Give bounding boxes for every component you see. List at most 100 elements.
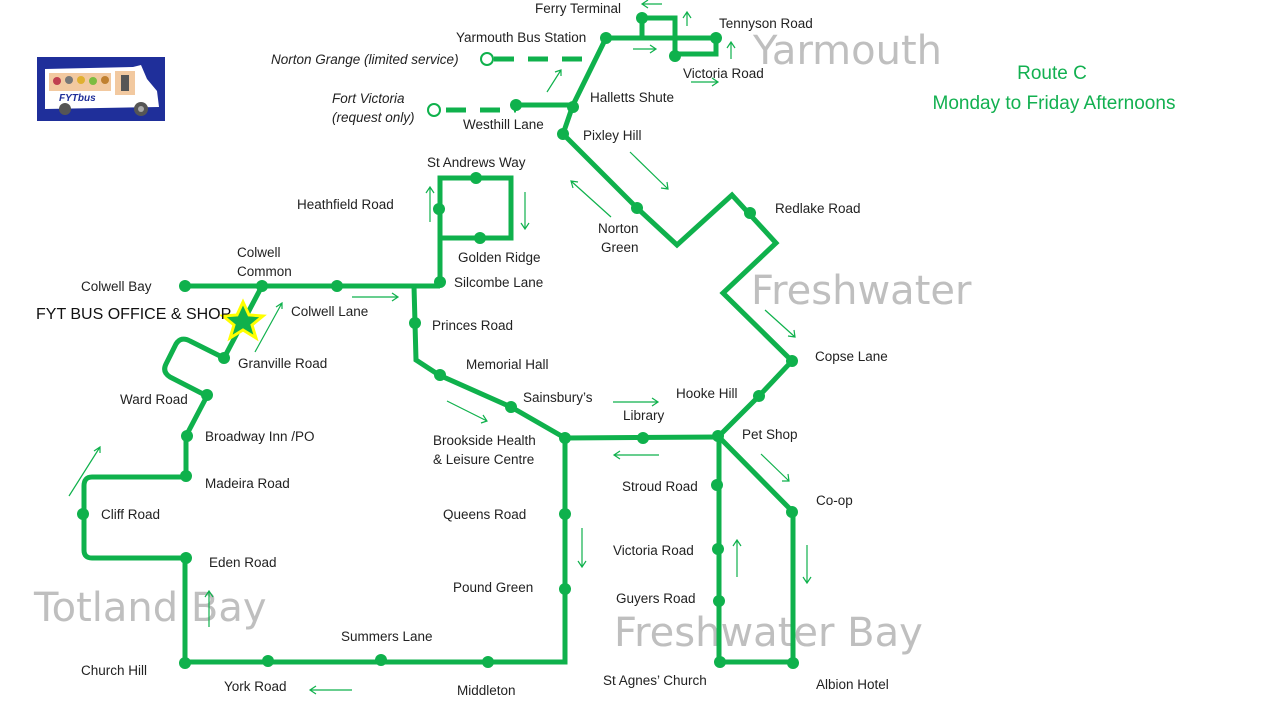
fytbus-logo: FYTbus	[37, 57, 165, 121]
stop-marker-colwell-common[interactable]	[256, 280, 268, 292]
stop-label-church-hill: Church Hill	[81, 663, 147, 678]
stop-label-silcombe-lane: Silcombe Lane	[454, 275, 543, 290]
stop-marker-guyers-road[interactable]	[713, 595, 725, 607]
stop-marker-norton-grange[interactable]	[480, 52, 494, 66]
stop-marker-library[interactable]	[637, 432, 649, 444]
stop-marker-pixley-hill[interactable]	[557, 128, 569, 140]
stop-label-norton-grange: Norton Grange (limited service)	[271, 52, 459, 67]
route-title: Route C	[1017, 63, 1087, 84]
stop-marker-church-hill[interactable]	[179, 657, 191, 669]
stop-marker-eden-road[interactable]	[180, 552, 192, 564]
stop-marker-princes-road[interactable]	[409, 317, 421, 329]
stop-label-colwell-bay: Colwell Bay	[81, 279, 152, 294]
stop-marker-tennyson-road[interactable]	[710, 32, 722, 44]
stop-label-redlake-road: Redlake Road	[775, 201, 861, 216]
route-line-yarmouth-freshwater	[560, 36, 796, 438]
stop-label-copse-lane: Copse Lane	[815, 349, 888, 364]
area-label-freshwater-bay: Freshwater Bay	[614, 610, 923, 656]
stop-marker-norton-green[interactable]	[631, 202, 643, 214]
stop-label-sainsburys: Sainsbury’s	[523, 390, 593, 405]
stop-label-norton-green-2: Green	[601, 240, 639, 255]
route-line-st-andrews-loop	[437, 175, 514, 282]
route-line-south-loop	[182, 438, 568, 665]
stop-label-summers-lane: Summers Lane	[341, 629, 433, 644]
stop-marker-st-andrews-way[interactable]	[470, 172, 482, 184]
stop-marker-golden-ridge[interactable]	[474, 232, 486, 244]
stop-marker-ferry-terminal[interactable]	[636, 12, 648, 24]
direction-arrows	[68, 0, 812, 695]
stop-marker-co-op[interactable]	[786, 506, 798, 518]
stop-marker-redlake-road[interactable]	[744, 207, 756, 219]
stop-label-pixley-hill: Pixley Hill	[583, 128, 642, 143]
stop-label-halletts-shute: Halletts Shute	[590, 90, 674, 105]
stop-label-ferry-terminal: Ferry Terminal	[535, 1, 621, 16]
stop-marker-halletts-shute[interactable]	[567, 101, 579, 113]
stop-label-victoria-road-freshwater: Victoria Road	[613, 543, 694, 558]
stop-label-victoria-road-yarmouth: Victoria Road	[683, 66, 764, 81]
route-line-central	[411, 285, 720, 441]
stop-marker-summers-lane[interactable]	[375, 654, 387, 666]
stop-label-cliff-road: Cliff Road	[101, 507, 160, 522]
stop-label-brookside-2: & Leisure Centre	[433, 452, 534, 467]
stop-label-colwell-common-2: Common	[237, 264, 292, 279]
stop-marker-pound-green[interactable]	[559, 583, 571, 595]
stop-label-library: Library	[623, 408, 665, 423]
stop-label-brookside: Brookside Health	[433, 433, 536, 448]
area-label-totland-bay: Totland Bay	[33, 585, 267, 631]
stop-label-ward-road: Ward Road	[120, 392, 188, 407]
stop-marker-brookside[interactable]	[559, 432, 571, 444]
bus-logo-icon: FYTbus	[45, 65, 159, 116]
stop-marker-memorial-hall[interactable]	[434, 369, 446, 381]
stop-marker-yarmouth-bus-station[interactable]	[600, 32, 612, 44]
office-label: FYT BUS OFFICE & SHOP	[36, 306, 231, 323]
stop-label-golden-ridge: Golden Ridge	[458, 250, 541, 265]
stop-marker-victoria-road-freshwater[interactable]	[712, 543, 724, 555]
stop-label-pound-green: Pound Green	[453, 580, 533, 595]
stop-marker-victoria-road-yarmouth[interactable]	[669, 50, 681, 62]
stop-label-princes-road: Princes Road	[432, 318, 513, 333]
stop-label-york-road: York Road	[224, 679, 287, 694]
stop-marker-broadway-inn[interactable]	[181, 430, 193, 442]
stop-label-westhill-lane: Westhill Lane	[463, 117, 544, 132]
stop-label-heathfield-road: Heathfield Road	[297, 197, 394, 212]
stop-marker-westhill-lane[interactable]	[510, 99, 522, 111]
route-line-yarmouth-loop	[606, 15, 719, 57]
stop-marker-sainsburys[interactable]	[505, 401, 517, 413]
stop-marker-middleton[interactable]	[482, 656, 494, 668]
stop-marker-st-agnes-church[interactable]	[714, 656, 726, 668]
stop-marker-stroud-road[interactable]	[711, 479, 723, 491]
svg-text:FYTbus: FYTbus	[59, 93, 96, 104]
stop-marker-colwell-lane[interactable]	[331, 280, 343, 292]
stop-marker-copse-lane[interactable]	[786, 355, 798, 367]
stop-label-guyers-road: Guyers Road	[616, 591, 696, 606]
stop-marker-albion-hotel[interactable]	[787, 657, 799, 669]
stop-marker-silcombe-lane[interactable]	[434, 276, 446, 288]
stop-marker-ward-road[interactable]	[201, 389, 213, 401]
stop-label-stroud-road: Stroud Road	[622, 479, 698, 494]
route-schedule: Monday to Friday Afternoons	[933, 93, 1176, 114]
stop-marker-colwell-bay[interactable]	[179, 280, 191, 292]
stop-marker-york-road[interactable]	[262, 655, 274, 667]
stop-marker-granville-road[interactable]	[218, 352, 230, 364]
stop-label-colwell-lane: Colwell Lane	[291, 304, 368, 319]
stop-marker-heathfield-road[interactable]	[433, 203, 445, 215]
stop-marker-pet-shop[interactable]	[712, 430, 724, 442]
stop-marker-hooke-hill[interactable]	[753, 390, 765, 402]
stop-label-queens-road: Queens Road	[443, 507, 526, 522]
area-label-yarmouth: Yarmouth	[752, 28, 942, 74]
stop-markers	[77, 12, 799, 669]
stop-marker-madeira-road[interactable]	[180, 470, 192, 482]
stop-label-middleton: Middleton	[457, 683, 516, 698]
stop-label-yarmouth-bus-station: Yarmouth Bus Station	[456, 30, 586, 45]
stop-marker-cliff-road[interactable]	[77, 508, 89, 520]
stop-label-colwell-common: Colwell	[237, 245, 281, 260]
stop-marker-fort-victoria[interactable]	[427, 103, 441, 117]
stop-label-st-agnes-church: St Agnes’ Church	[603, 673, 707, 688]
stop-label-co-op: Co-op	[816, 493, 853, 508]
stop-label-eden-road: Eden Road	[209, 555, 277, 570]
stop-label-tennyson-road: Tennyson Road	[719, 16, 813, 31]
stop-label-st-andrews-way: St Andrews Way	[427, 155, 526, 170]
stop-marker-queens-road[interactable]	[559, 508, 571, 520]
stop-label-granville-road: Granville Road	[238, 356, 327, 371]
route-line-totland-loop	[81, 284, 265, 561]
